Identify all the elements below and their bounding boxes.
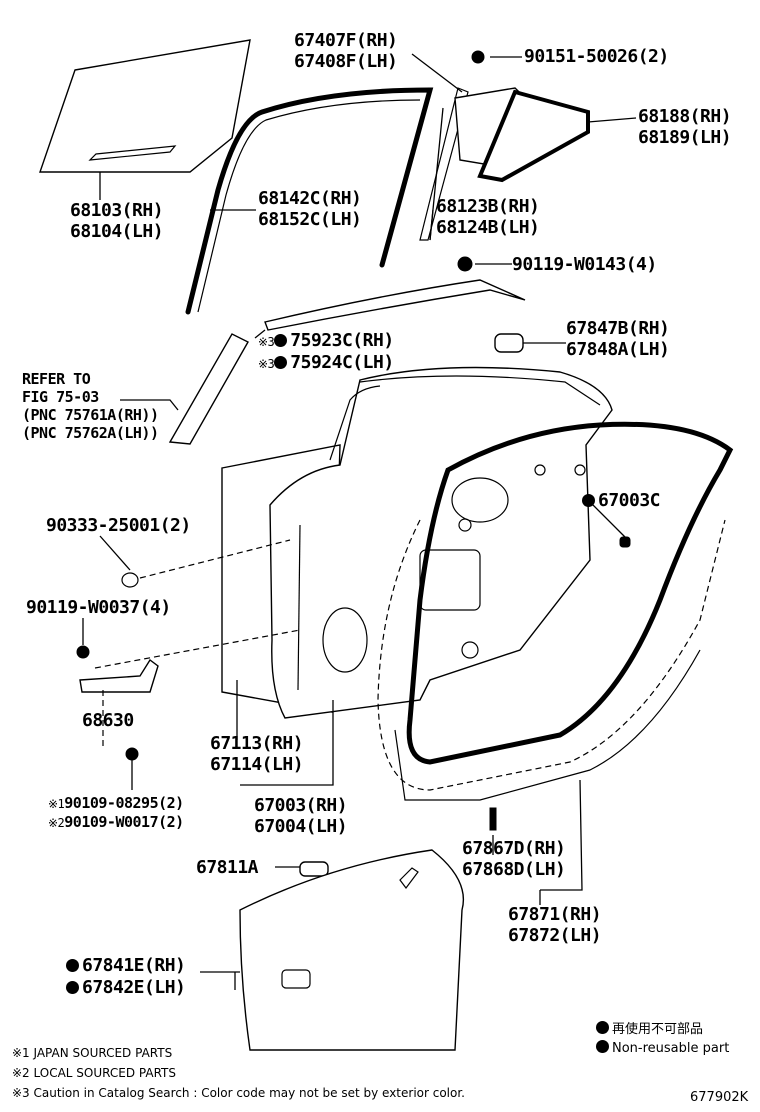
- legend-nonreusable-en-text: Non-reusable part: [612, 1041, 730, 1056]
- label-68103: 68103(RH) 68104(LH): [70, 200, 164, 242]
- label-90151: 90151-50026(2): [524, 46, 669, 67]
- legend-nonreusable-en: Non-reusable part: [596, 1040, 729, 1056]
- legend-dot: [596, 1040, 609, 1053]
- label-90109-08295: ※190109-08295(2): [48, 794, 184, 813]
- label-refer-fig: REFER TO FIG 75-03 (PNC 75761A(RH)) (PNC…: [22, 370, 159, 442]
- bolt-90119-w0037: [76, 645, 90, 659]
- nonreusable-mark: [66, 981, 79, 994]
- door-opening-trim: [377, 519, 726, 791]
- figure-code: 677902K: [690, 1090, 749, 1105]
- legend-nonreusable-jp-text: 再使用不可部品: [612, 1022, 704, 1037]
- quarter-window-frame: [477, 89, 590, 183]
- glass-run-channel: [185, 87, 434, 315]
- label-75924c-text: 75924C(LH): [290, 352, 394, 373]
- label-68630: 68630: [82, 710, 134, 731]
- label-68123b: 68123B(RH) 68124B(LH): [436, 196, 540, 238]
- belt-moulding: [264, 279, 526, 331]
- clip-67003c: [619, 536, 631, 548]
- label-75923c-text: 75923C(RH): [290, 330, 394, 351]
- label-67113: 67113(RH) 67114(LH): [210, 733, 304, 775]
- nonreusable-mark: [274, 334, 288, 347]
- label-90333: 90333-25001(2): [46, 515, 191, 536]
- footnote-1: ※1 JAPAN SOURCED PARTS: [12, 1046, 173, 1060]
- door-weatherstrip: [406, 421, 734, 765]
- label-67811a: 67811A: [196, 857, 259, 878]
- screw-90119-w0143: [457, 256, 473, 272]
- note-ref-2: ※2: [48, 816, 65, 830]
- bolt-90109: [125, 747, 139, 761]
- label-68188: 68188(RH) 68189(LH): [638, 106, 732, 148]
- label-67003: 67003(RH) 67004(LH): [254, 795, 348, 837]
- hole-plug-90333: [121, 572, 139, 588]
- label-75923c: ※3 75923C(RH): [258, 330, 394, 353]
- bolt-90151: [471, 50, 485, 64]
- nonreusable-mark: [66, 959, 79, 972]
- label-67842e: 67842E(LH): [66, 977, 186, 998]
- label-67003c: 67003C: [582, 490, 661, 511]
- door-check-68630: [79, 658, 159, 693]
- label-67407f: 67407F(RH) 67408F(LH): [294, 30, 398, 72]
- label-67003c-text: 67003C: [598, 490, 661, 511]
- door-trim-board: [239, 849, 464, 1051]
- legend-nonreusable-jp: 再使用不可部品: [596, 1018, 703, 1037]
- label-68142c: 68142C(RH) 68152C(LH): [258, 188, 362, 230]
- label-67842e-text: 67842E(LH): [82, 977, 186, 998]
- legend-dot: [596, 1021, 609, 1034]
- label-67871: 67871(RH) 67872(LH): [508, 904, 602, 946]
- note-ref-1: ※1: [48, 797, 65, 811]
- label-67867d: 67867D(RH) 67868D(LH): [462, 838, 566, 880]
- note-ref-3: ※3: [258, 357, 275, 371]
- division-bar: [419, 87, 469, 241]
- nonreusable-mark: [582, 494, 595, 507]
- label-90119-w0037: 90119-W0037(4): [26, 597, 171, 618]
- label-90109-w0017: ※290109-W0017(2): [48, 813, 184, 832]
- cover-67847: [494, 333, 524, 353]
- note-ref-3: ※3: [258, 335, 275, 349]
- label-75924c: ※3 75924C(LH): [258, 352, 394, 375]
- label-90109-08295-text: 90109-08295(2): [64, 794, 184, 812]
- label-90119-w0143: 90119-W0143(4): [512, 254, 657, 275]
- pad-67811a: [299, 861, 329, 877]
- label-67847b: 67847B(RH) 67848A(LH): [566, 318, 670, 360]
- label-67841e-text: 67841E(RH): [82, 955, 186, 976]
- label-90109-w0017-text: 90109-W0017(2): [64, 813, 184, 831]
- footnote-3: ※3 Caution in Catalog Search : Color cod…: [12, 1086, 465, 1100]
- door-glass: [39, 39, 251, 173]
- frame-garnish: [168, 333, 249, 445]
- door-inner-panel: [269, 366, 613, 719]
- nonreusable-mark: [274, 356, 288, 369]
- clip-67867d: [489, 807, 497, 831]
- label-67841e: 67841E(RH): [66, 955, 186, 976]
- footnote-2: ※2 LOCAL SOURCED PARTS: [12, 1066, 176, 1080]
